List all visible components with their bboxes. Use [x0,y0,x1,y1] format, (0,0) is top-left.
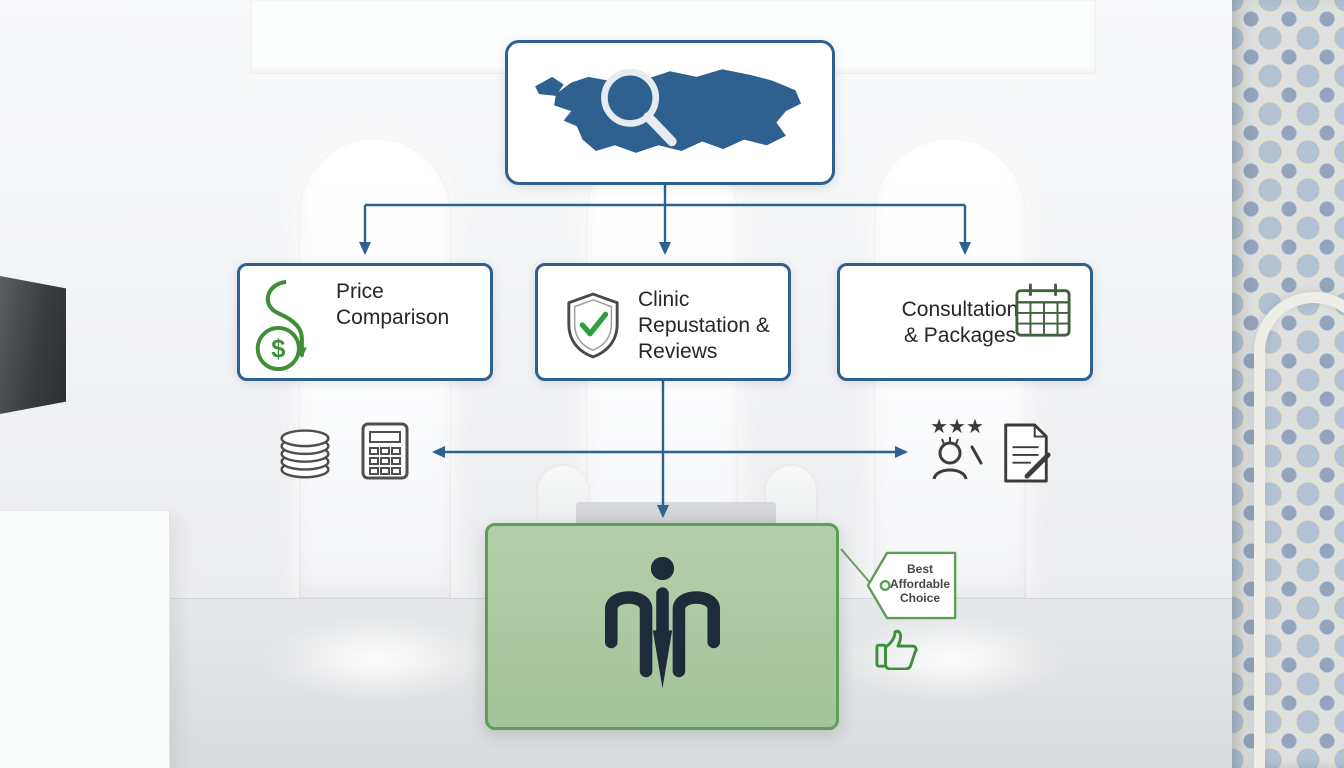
tag-hole [879,579,891,592]
rating-stars-patient-icon: ★★★ [930,416,984,480]
factor-label-consultation: Consultation & Packages [901,298,1019,348]
badge-connector-line [840,548,873,586]
decorative-tile-wall [1232,0,1344,768]
document-pencil-icon [1004,423,1051,483]
cabinet [0,510,170,768]
window-light-pool [262,616,492,702]
factor-label-reputation: Clinic Repustation & Reviews [638,288,770,364]
calendar-icon [1015,283,1071,337]
curved-arrow-icon [265,279,307,359]
connector-group [359,185,971,518]
dollar-coin-arrow-icon: $ [255,279,307,372]
shield-check-icon [567,292,619,359]
turkey-map-icon [535,68,802,153]
thumbs-up-icon [875,629,918,670]
check-mark [579,311,609,337]
pencil-icon [1024,452,1051,479]
tv-screen [0,276,66,414]
tag-badge [866,551,957,620]
dollar-coin-icon [255,325,301,372]
arch-molding [1254,292,1344,768]
patient-icon [932,437,983,480]
factor-node-consultation: Consultation & Packages [837,263,1093,381]
source-node-turkey-search [505,40,835,185]
factor-node-reputation: Clinic Repustation & Reviews [535,263,791,381]
coins-icon [280,429,330,479]
factor-label-price: Price Comparison [336,280,450,330]
dollar-sign: $ [271,335,285,363]
factor-node-price: $ Price Comparison [237,263,493,381]
window-light-pool [836,616,1066,702]
badge-label: Best Affordable Choice [890,562,950,606]
calculator-icon [361,422,409,480]
magnifier-icon [601,68,677,146]
clinic-logo [604,556,720,689]
rating-stars-icon: ★★★ [930,416,984,438]
result-node-clinic [485,523,839,730]
